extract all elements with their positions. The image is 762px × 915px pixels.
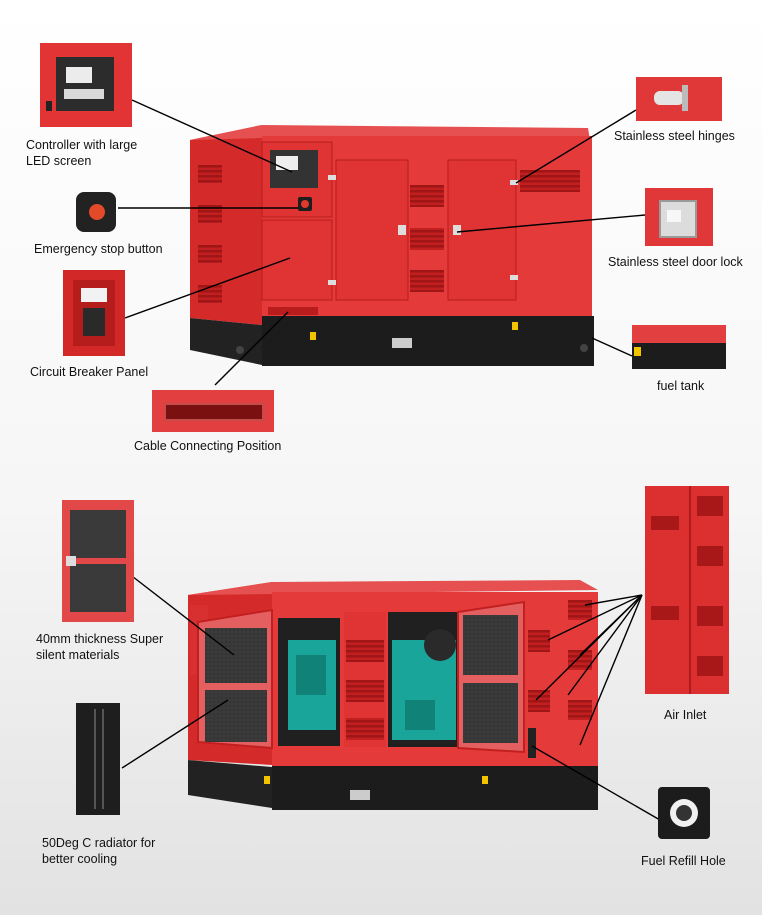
silent-materials-thumbnail <box>62 500 134 622</box>
label-controller-line1: Controller with large <box>26 138 138 152</box>
door-lock-thumbnail <box>645 188 713 246</box>
label-radiator-line2: better cooling <box>42 852 118 866</box>
fuel-refill-thumbnail <box>658 787 710 839</box>
label-silent-line1: 40mm thickness Super <box>36 632 164 646</box>
label-fuel-refill: Fuel Refill Hole <box>641 854 726 868</box>
top-gen-base-side <box>190 318 262 365</box>
cable-position-thumbnail <box>152 390 274 432</box>
air-inlet-thumbnail <box>645 486 729 694</box>
label-cable-position: Cable Connecting Position <box>134 439 282 453</box>
top-generator <box>190 125 594 366</box>
bottom-gen-base <box>272 766 598 810</box>
label-air-inlet: Air Inlet <box>664 708 707 722</box>
top-gen-base <box>262 316 594 366</box>
callout-lines <box>118 99 661 821</box>
label-silent-materials: 40mm thickness Super silent materials <box>36 631 163 663</box>
hinge-thumbnail <box>636 77 722 121</box>
radiator-thumbnail <box>76 703 120 815</box>
bottom-generator <box>188 580 598 810</box>
label-controller-line2: LED screen <box>26 154 92 168</box>
label-breaker-panel: Circuit Breaker Panel <box>30 365 149 379</box>
label-door-lock: Stainless steel door lock <box>608 255 743 269</box>
fuel-tank-thumbnail <box>632 325 726 369</box>
controller-thumbnail <box>40 43 132 127</box>
label-hinges: Stainless steel hinges <box>614 129 735 143</box>
label-fuel-tank: fuel tank <box>657 379 705 393</box>
label-silent-line2: silent materials <box>36 648 120 662</box>
label-radiator-line1: 50Deg C radiator for <box>42 836 156 850</box>
label-radiator: 50Deg C radiator for better cooling <box>42 835 155 867</box>
label-controller: Controller with large LED screen <box>26 137 137 169</box>
emergency-stop-thumbnail <box>72 190 120 234</box>
label-emergency-stop: Emergency stop button <box>34 242 163 256</box>
breaker-panel-thumbnail <box>63 270 125 356</box>
hinge-icon <box>654 91 684 105</box>
